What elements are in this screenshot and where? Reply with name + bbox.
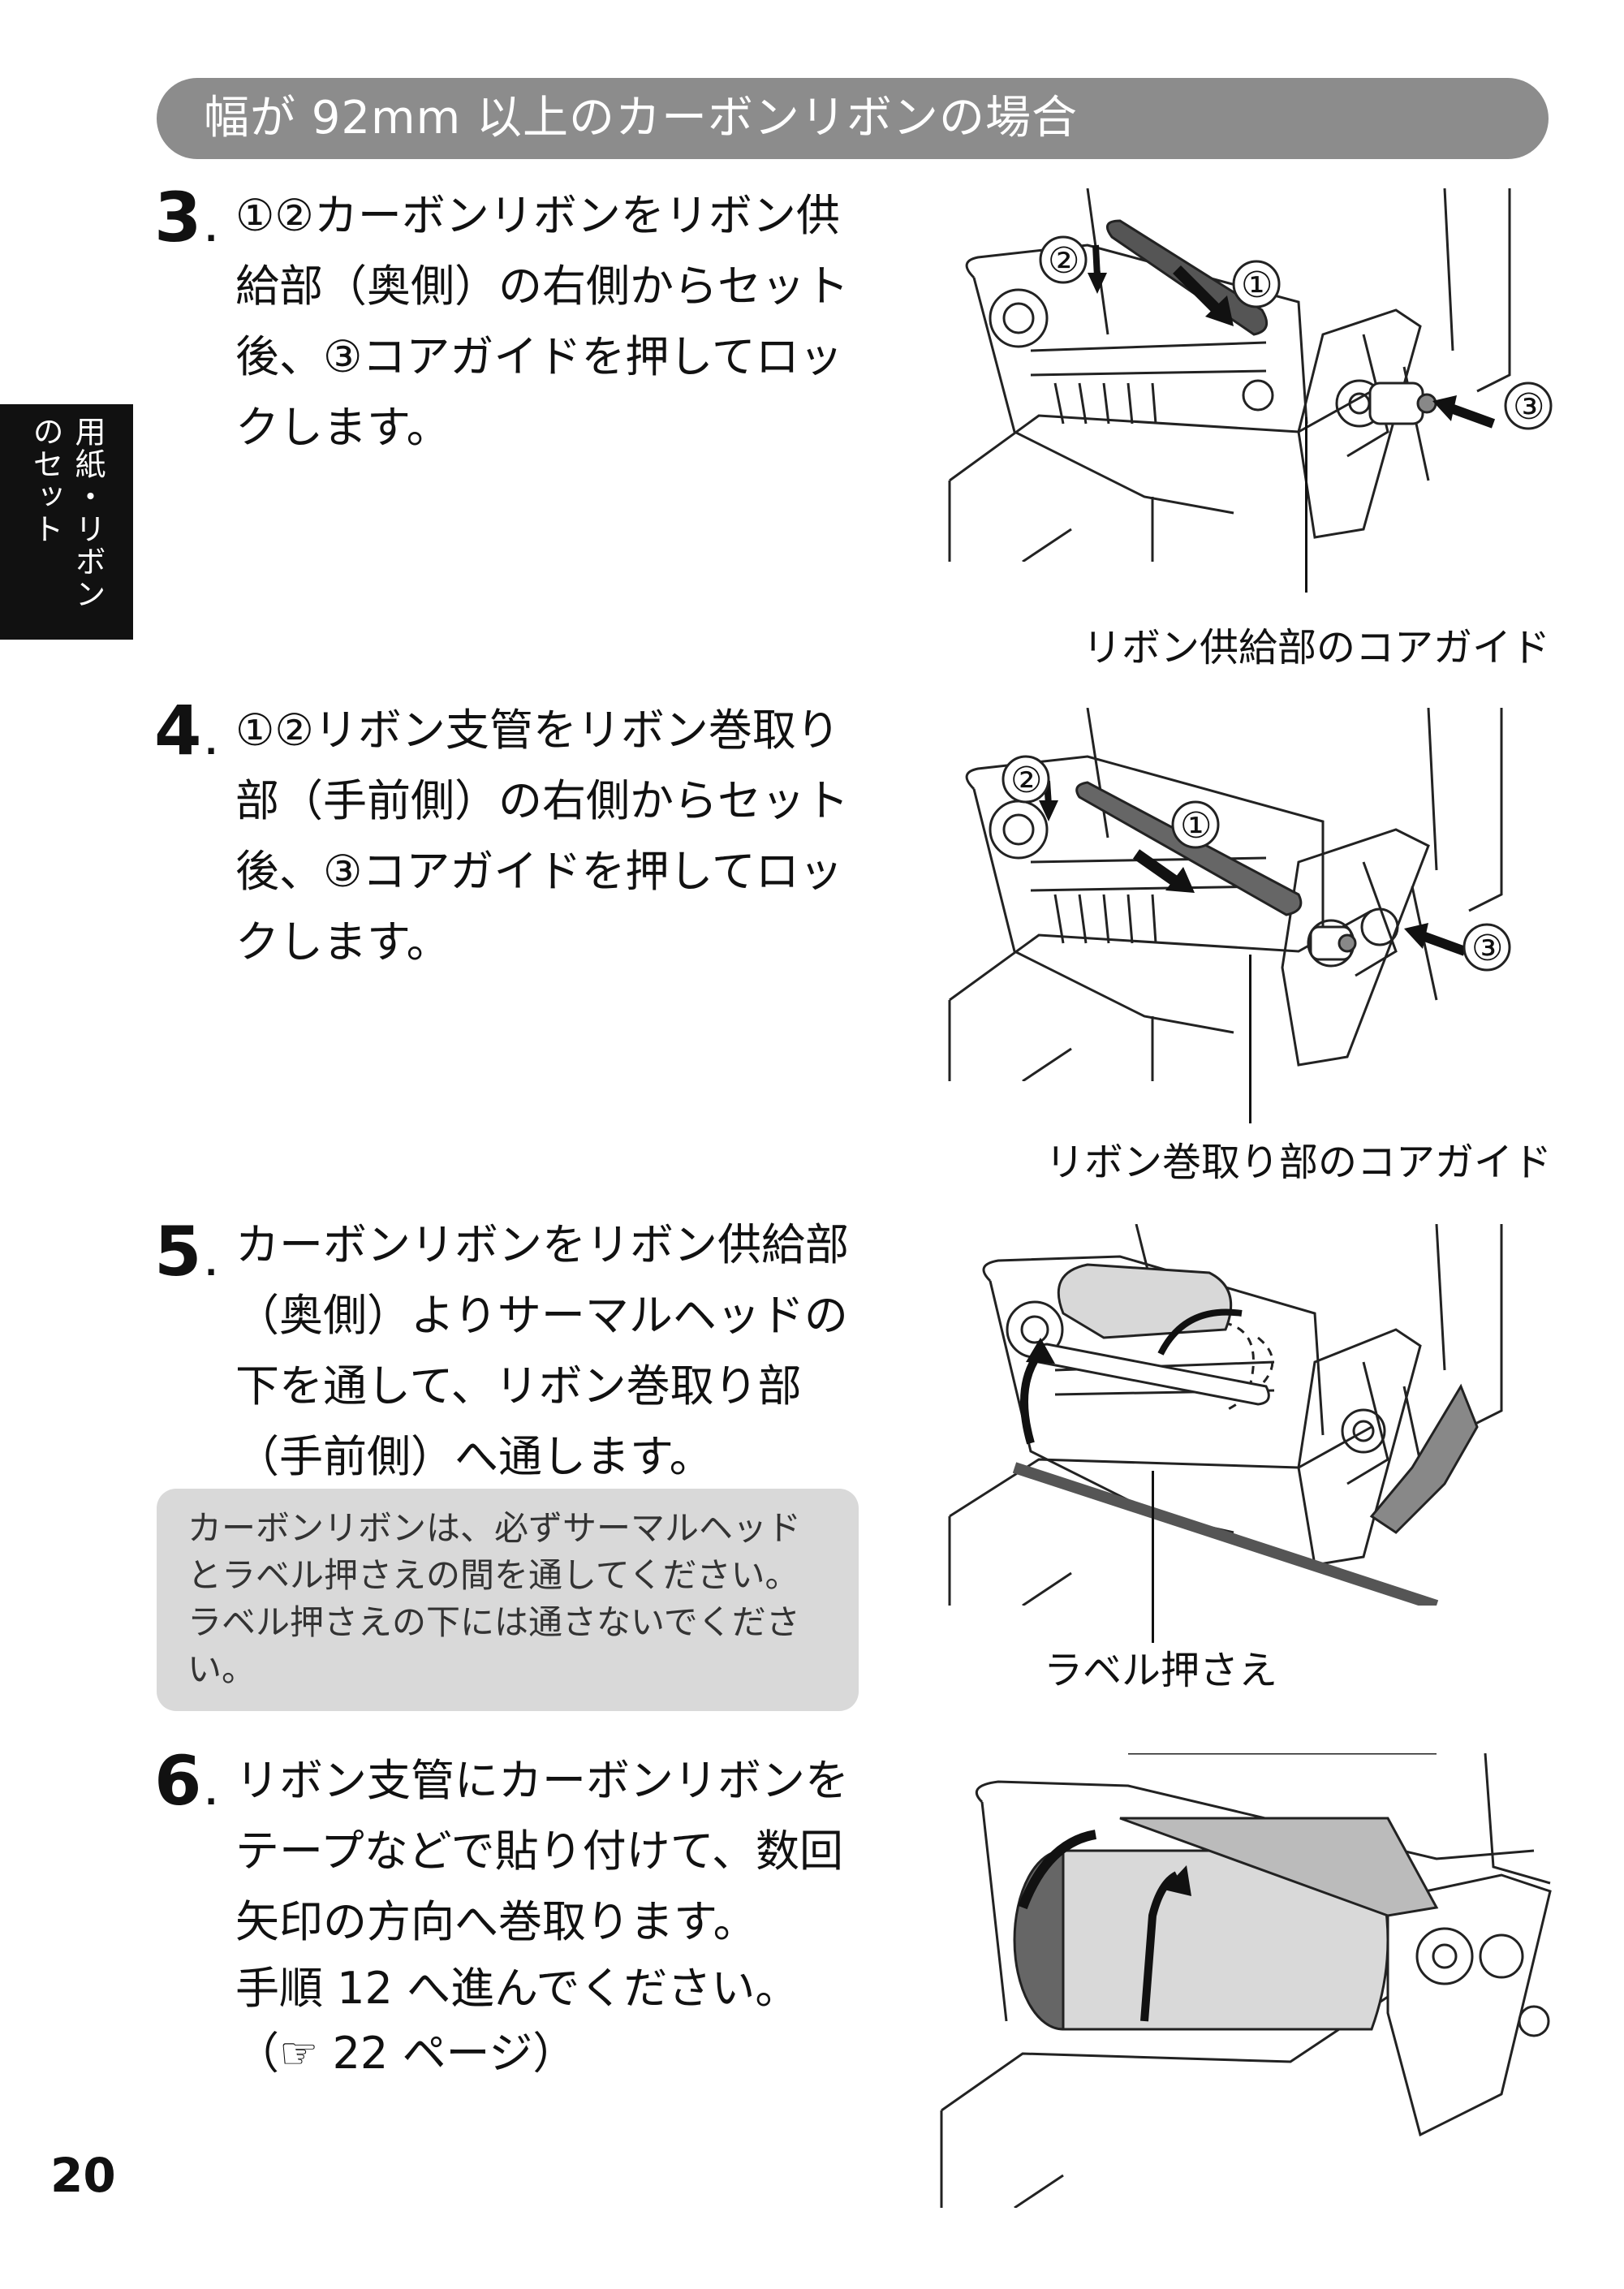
step-text-6: リボン支管にカーボンリボンをテープなどで貼り付けて、数回矢印の方向へ巻取ります。 [235, 1755, 849, 1947]
step-number-4: 4. [154, 691, 218, 770]
step-number-3: 3. [154, 178, 218, 257]
step-number-6: 6. [154, 1741, 218, 1821]
printer-illustration-step6 [940, 1753, 1552, 2208]
caption-supply-core-guide: リボン供給部のコアガイド [1083, 625, 1551, 670]
section-banner: 幅が 92mm 以上のカーボンリボンの場合 [157, 78, 1549, 159]
callout-1: ① [1241, 265, 1273, 306]
callout-3: ③ [1513, 386, 1544, 428]
page-number: 20 [50, 2148, 116, 2203]
page-reference: （☞ 22 ページ） [235, 2028, 577, 2079]
leader-line-4 [1249, 955, 1251, 1123]
printer-illustration-step3: ① ② ③ [948, 188, 1553, 562]
side-tab: 用紙・リボン のセット [0, 404, 133, 640]
caution-note: カーボンリボンは、必ずサーマルヘッドとラベル押さえの間を通してください。ラベル押… [157, 1489, 859, 1711]
side-tab-line1: 用紙・リボン [70, 416, 106, 610]
callout-2: ② [1048, 240, 1079, 282]
callout-3: ③ [1471, 928, 1503, 969]
caption-label-presser: ラベル押さえ [1044, 1648, 1278, 1693]
caption-takeup-core-guide: リボン巻取り部のコアガイド [1045, 1140, 1553, 1185]
printer-illustration-step4: ① ② ③ [948, 708, 1511, 1081]
leader-line-3 [1305, 417, 1307, 593]
step-text-3: ①②カーボンリボンをリボン供給部（奥側）の右側からセット後、③コアガイドを押して… [235, 190, 849, 453]
side-tab-line2: のセット [28, 416, 63, 545]
step-text-4: ①②リボン支管をリボン巻取り部（手前側）の右側からセット後、③コアガイドを押して… [235, 705, 849, 968]
callout-1: ① [1180, 805, 1212, 847]
leader-line-5 [1152, 1471, 1154, 1643]
step-text-5: カーボンリボンをリボン供給部（奥側）よりサーマルヘッドの下を通して、リボン巻取り… [235, 1219, 849, 1482]
printer-illustration-step5 [948, 1224, 1503, 1606]
step-number-5: 5. [154, 1212, 218, 1291]
callout-2: ② [1010, 760, 1042, 801]
continue-instruction: 手順 12 へ進んでください。 [235, 1963, 799, 2014]
